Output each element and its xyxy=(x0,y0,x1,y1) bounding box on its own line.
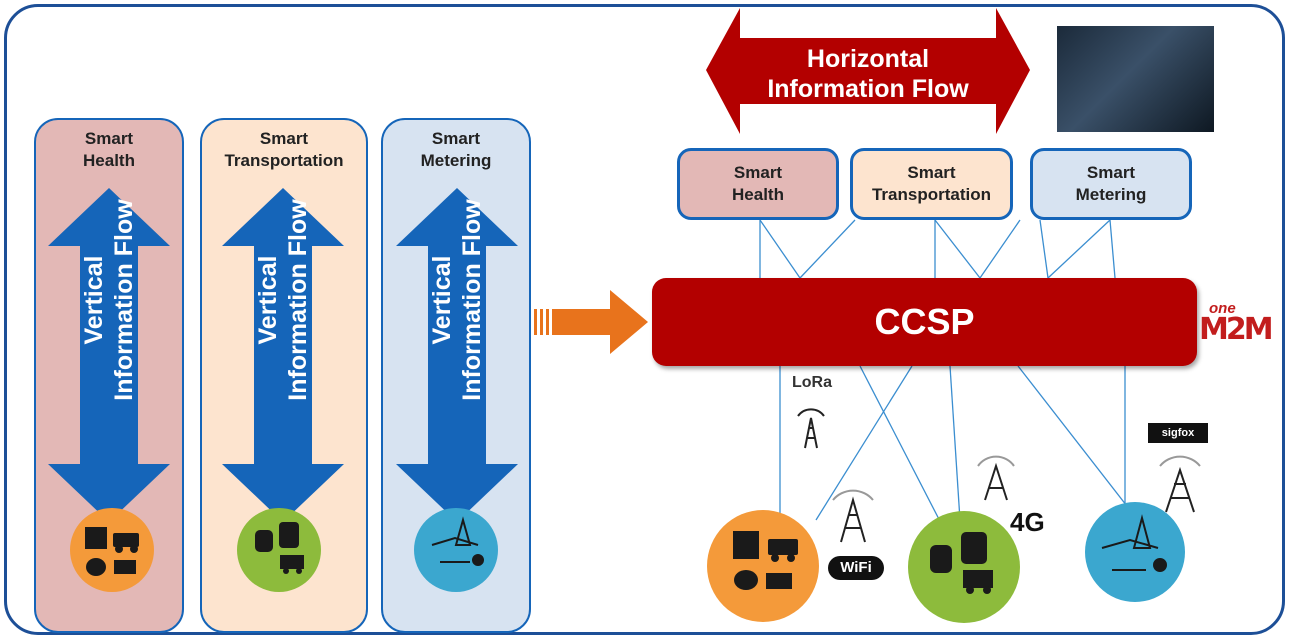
metering-icon-circle xyxy=(414,508,498,592)
column-label: Smart Transportation xyxy=(224,129,344,170)
category-smart-health: Smart Health xyxy=(677,148,839,220)
metering-icons-right xyxy=(1101,514,1167,572)
antenna-tower-icon xyxy=(797,408,1201,543)
lora-logo: LoRa xyxy=(792,374,832,391)
column-label: Smart Metering xyxy=(420,129,492,170)
wifi-logo: WiFi xyxy=(828,556,884,580)
4g-logo: 4G xyxy=(1010,507,1045,537)
category-smart-transportation: Smart Transportation xyxy=(850,148,1013,220)
onem2m-logo: one M2M xyxy=(1197,300,1277,347)
health-icon-circle-right xyxy=(707,510,819,622)
vertical-flow-label-transportation: Vertical Information Flow xyxy=(254,199,312,401)
vertical-arrow-transportation xyxy=(222,188,344,522)
horizontal-flow-label: Horizontal Information Flow xyxy=(767,45,969,103)
onem2m-logo-bottom: M2M xyxy=(1199,312,1274,347)
metering-icon-circle-right xyxy=(1085,502,1185,602)
health-icons-left xyxy=(85,527,139,576)
vertical-flow-label-health: Vertical Information Flow xyxy=(80,199,138,401)
onem2m-logo-top: one xyxy=(1209,300,1236,317)
diagram-frame xyxy=(4,4,1285,635)
transport-icons-left xyxy=(255,522,304,574)
health-icons-right xyxy=(733,531,798,590)
control-room-photo xyxy=(1057,26,1214,132)
sigfox-logo: sigfox xyxy=(1148,423,1208,443)
health-icon-circle xyxy=(70,508,154,592)
vertical-arrow-metering xyxy=(396,188,518,522)
vertical-arrow-health xyxy=(48,188,170,522)
transport-icon-circle xyxy=(237,508,321,592)
column-label: Smart Health xyxy=(83,129,135,170)
vertical-flow-label-metering: Vertical Information Flow xyxy=(428,199,486,401)
ccsp-platform: CCSP xyxy=(652,278,1197,366)
horizontal-arrow xyxy=(706,8,1030,134)
transport-icons-right xyxy=(930,532,993,594)
metering-icons-left xyxy=(431,516,484,566)
category-smart-metering: Smart Metering xyxy=(1030,148,1192,220)
transport-icon-circle-right xyxy=(908,511,1020,623)
transition-arrow xyxy=(534,290,648,354)
